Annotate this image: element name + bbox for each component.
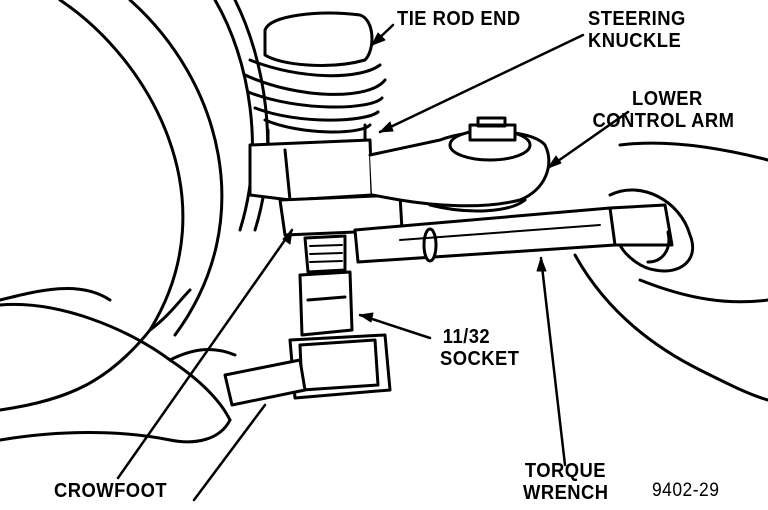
arrowheads [282, 32, 562, 323]
left-hand-drawing [0, 302, 237, 444]
label-torque-wrench: TORQUE WRENCH [523, 460, 609, 504]
label-lower-control-arm: LOWER CONTROL ARM [592, 88, 735, 132]
label-steering-knuckle: STEERING KNUCKLE [588, 8, 686, 52]
label-tie-rod-end: TIE ROD END [397, 8, 521, 30]
right-hand-drawing [573, 141, 768, 402]
socket-drawing [298, 234, 354, 337]
figure-number: 9402-29 [652, 480, 720, 501]
tire-drawing [0, 0, 270, 412]
torque-wrench-drawing [353, 203, 674, 264]
label-socket: 11/32 SOCKET [440, 326, 520, 370]
crowfoot-drawing [223, 333, 392, 407]
label-crowfoot: CROWFOOT [54, 480, 168, 502]
lower-control-arm-drawing [368, 116, 551, 213]
tie-rod-end-drawing [243, 11, 387, 152]
steering-knuckle-drawing [248, 138, 404, 237]
